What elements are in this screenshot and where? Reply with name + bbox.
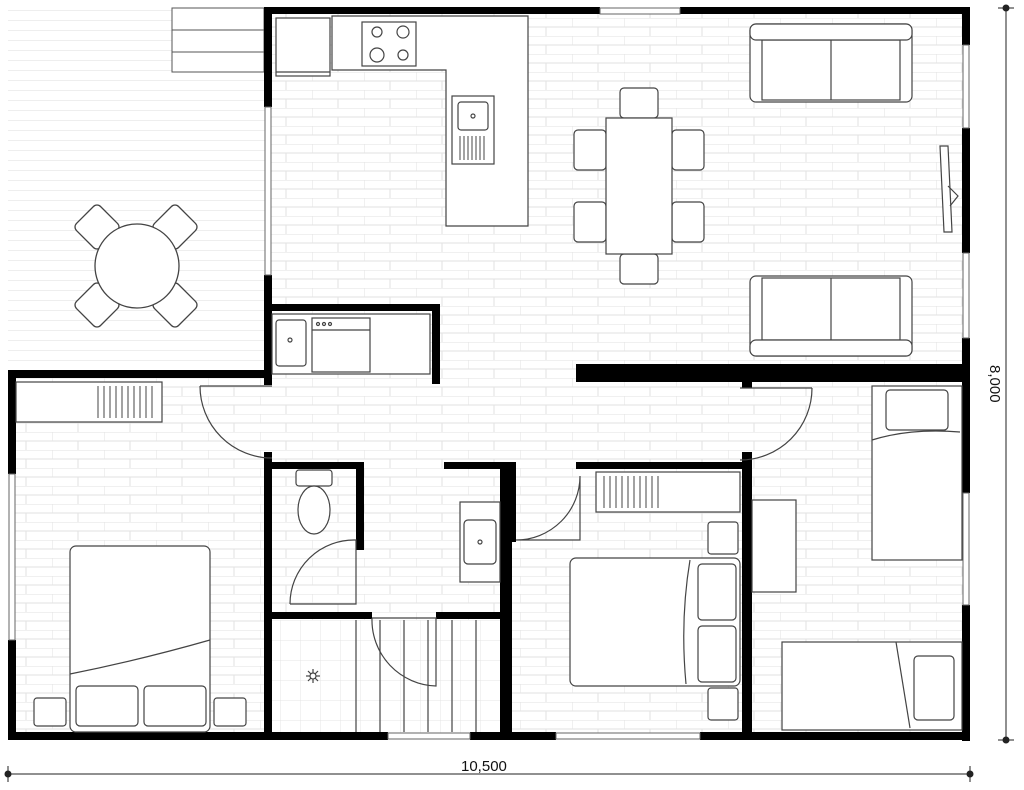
laundry	[271, 313, 431, 375]
toilet-icon	[295, 469, 333, 535]
bed-icon	[871, 385, 963, 561]
outdoor-table-set	[74, 204, 198, 328]
kitchen	[275, 15, 529, 227]
dining-set	[573, 87, 705, 285]
sink-icon	[459, 501, 501, 583]
sofa-top	[749, 23, 913, 103]
desk	[751, 499, 797, 593]
dimension-lines	[4, 4, 1014, 782]
nightstand	[33, 697, 67, 727]
width-dimension-label: 10,500	[461, 758, 507, 775]
doors	[199, 385, 813, 687]
bed-icon	[69, 545, 211, 733]
bedroom-1	[15, 381, 247, 733]
bedroom2-bench	[595, 471, 741, 513]
sink-icon	[451, 95, 495, 165]
deck-bench	[171, 7, 265, 73]
nightstand	[707, 521, 739, 555]
radiator-icon	[603, 476, 659, 508]
fridge	[275, 17, 331, 77]
chair-icon	[573, 87, 705, 285]
sofa-bottom	[749, 275, 913, 357]
bathroom	[295, 469, 501, 732]
bedroom-3	[751, 385, 963, 731]
walls	[8, 7, 970, 741]
shower-icon	[306, 620, 477, 732]
windows	[8, 7, 970, 740]
bedroom-2	[569, 471, 741, 721]
height-dimension-label: 8,000	[986, 365, 1003, 403]
tv-icon	[939, 145, 953, 233]
round-table	[94, 223, 180, 309]
bed-icon	[781, 641, 963, 731]
dining-table	[605, 117, 673, 255]
bed-icon	[569, 557, 741, 687]
bedroom1-bench	[15, 381, 163, 423]
nightstand	[213, 697, 247, 727]
kitchen-counter	[331, 15, 529, 227]
shower-floor	[270, 620, 504, 734]
cooktop-icon	[361, 21, 417, 67]
radiator-icon	[97, 386, 153, 418]
living-furniture	[749, 23, 959, 357]
nightstand	[707, 687, 739, 721]
